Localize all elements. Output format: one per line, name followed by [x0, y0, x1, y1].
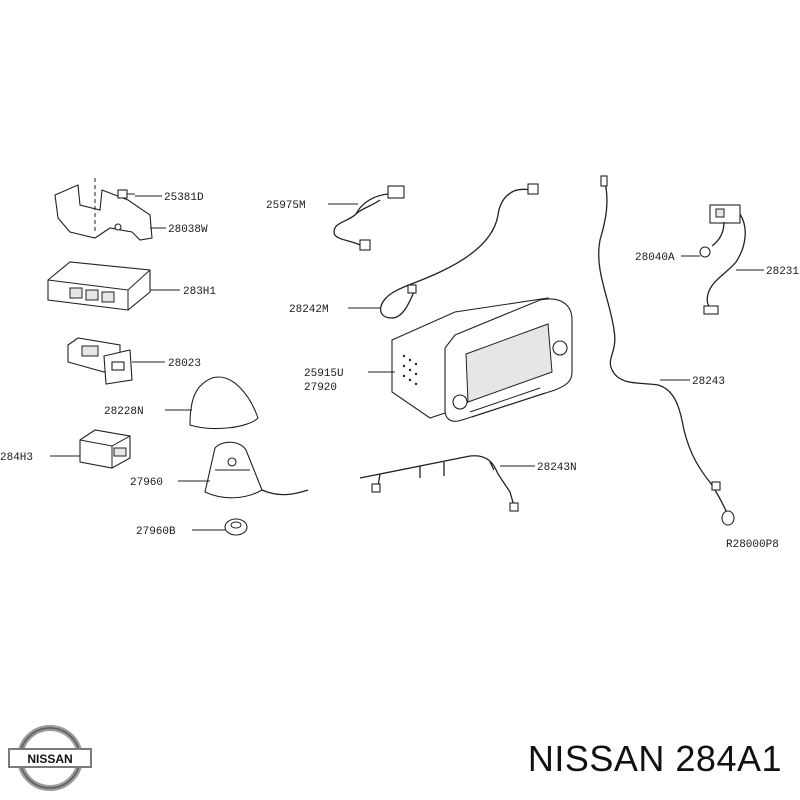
label-28040A: 28040A: [635, 252, 675, 264]
label-28231: 28231: [766, 266, 799, 278]
label-28038W: 28038W: [168, 224, 208, 236]
label-27960B: 27960B: [136, 526, 176, 538]
label-28242M: 28242M: [289, 304, 329, 316]
label-25915U: 25915U: [304, 368, 344, 380]
harness-28243N-part: [359, 455, 519, 512]
module-283H1-part: [47, 261, 151, 311]
bracket-part: [54, 178, 153, 241]
harness-28242M-part: [380, 183, 539, 319]
sensor-harness-part: [699, 204, 746, 315]
bolt-part: [117, 189, 135, 199]
usb-module-part: [67, 337, 133, 385]
display-unit-part: [391, 297, 573, 422]
harness-28243-part: [598, 175, 735, 526]
label-28243: 28243: [692, 376, 725, 388]
label-25975M: 25975M: [266, 200, 306, 212]
svg-text:NISSAN: NISSAN: [27, 752, 72, 766]
antenna-cover-part: [189, 376, 259, 430]
label-28243N: 28243N: [537, 462, 577, 474]
part-number-caption: NISSAN 284A1: [527, 738, 782, 779]
reference-number: R28000P8: [726, 539, 779, 551]
label-283H1: 283H1: [183, 286, 216, 298]
label-27920: 27920: [304, 382, 337, 394]
harness-25975M-part: [333, 185, 405, 251]
label-28023: 28023: [168, 358, 201, 370]
nissan-logo: NISSAN: [8, 725, 92, 791]
label-28228N: 28228N: [104, 406, 144, 418]
nut-part: [224, 518, 248, 536]
antenna-base-part: [204, 441, 309, 499]
label-284H3: 284H3: [0, 452, 33, 464]
module-284H3-part: [79, 429, 131, 469]
label-27960: 27960: [130, 477, 163, 489]
label-25381D: 25381D: [164, 192, 204, 204]
